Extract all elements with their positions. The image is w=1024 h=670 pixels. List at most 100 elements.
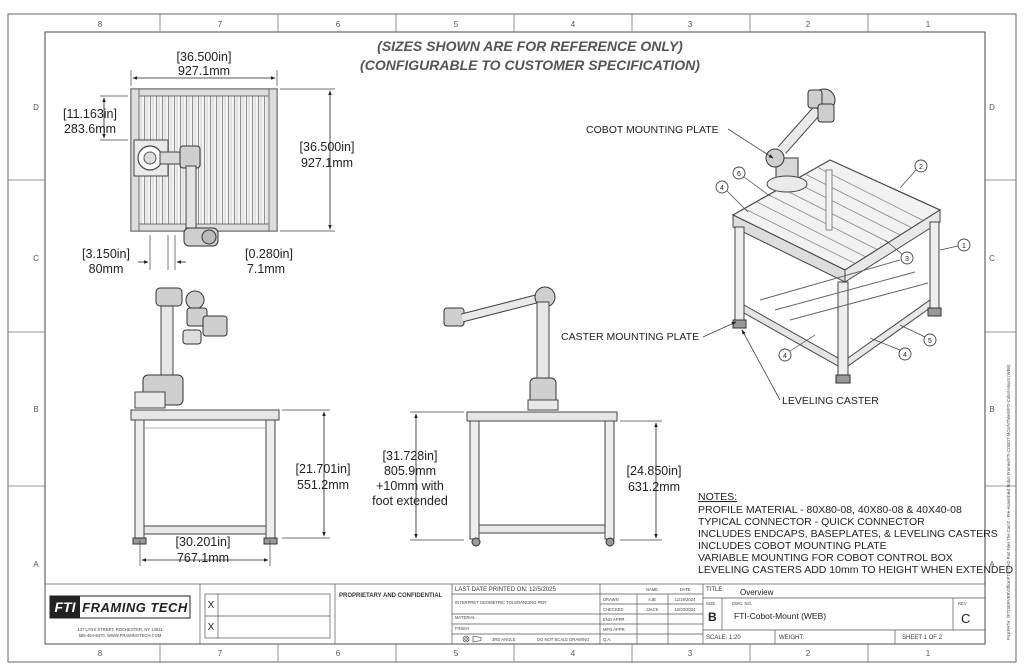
mfg-appr-label: MFG APPR.: [603, 627, 626, 632]
zone-ticks: [8, 14, 1016, 662]
side-view: [31.728in] 805.9mm +10mm with foot exten…: [372, 286, 682, 547]
top-offset-in: [3.150in]: [82, 247, 130, 261]
balloon-3: 3: [905, 256, 909, 263]
col-bottom-5: 5: [454, 649, 459, 658]
side-height-mm: 805.9mm: [384, 464, 436, 478]
rev-value: C: [961, 611, 970, 626]
balloon-2: 2: [919, 164, 923, 171]
row-right-d: D: [989, 103, 995, 112]
do-not-scale-label: DO NOT SCALE DRAWING: [537, 637, 589, 642]
notes-block: NOTES: PROFILE MATERIAL - 80X80-08, 40X8…: [698, 491, 1013, 576]
svg-text:X: X: [208, 622, 215, 633]
last-printed: LAST DATE PRINTED ON: 12/5/2025: [455, 587, 556, 593]
col-top-6: 6: [336, 20, 341, 29]
front-height-mm: 551.2mm: [297, 478, 349, 492]
note-line-3: INCLUDES ENDCAPS, BASEPLATES, & LEVELING…: [698, 528, 998, 540]
col-top-2: 2: [806, 20, 811, 29]
col-name-header: NAME: [646, 587, 658, 592]
isometric-view: 1 2 3 4 4 4 5 6 COBOT MOUNTING PLATE CAS…: [561, 88, 971, 407]
note-line-5: VARIABLE MOUNTING FOR COBOT CONTROL BOX: [698, 552, 953, 564]
drawn-date: 11/19/2024: [675, 597, 696, 602]
row-right-c: C: [989, 254, 995, 263]
title-label: TITLE:: [706, 587, 724, 593]
top-gap-in: [0.280in]: [245, 247, 293, 261]
top-offset-mm: 80mm: [89, 262, 124, 276]
material-label: MATERIAL: [455, 615, 476, 620]
note-line-1: PROFILE MATERIAL - 80X80-08, 40X80-08 & …: [698, 504, 962, 516]
size-value: B: [708, 610, 717, 624]
company-name: FRAMING TECH: [82, 600, 188, 615]
balloon-4a: 4: [720, 185, 724, 192]
eng-appr-label: ENG APPR.: [603, 617, 626, 622]
svg-text:FTI: FTI: [55, 599, 77, 615]
drawn-name: AJB: [648, 597, 656, 602]
top-gap-mm: 7.1mm: [247, 262, 285, 276]
col-bottom-1: 1: [926, 649, 931, 658]
front-view: [21.701in] 551.2mm [30.201in] 767.1mm: [130, 287, 351, 566]
col-bottom-8: 8: [98, 649, 103, 658]
row-left-b: B: [33, 405, 38, 414]
checked-date: 12/03/2024: [675, 607, 697, 612]
side-height-in: [31.728in]: [383, 449, 438, 463]
title-value: Overview: [740, 588, 774, 597]
weight-label: WEIGHT:: [779, 635, 804, 641]
title-block: [44, 583, 986, 645]
rev-label: REV: [958, 601, 967, 606]
balloon-4b: 4: [903, 352, 907, 359]
col-bottom-4: 4: [571, 649, 576, 658]
col-top-8: 8: [98, 20, 103, 29]
size-label: SIZE: [706, 601, 716, 606]
col-bottom-7: 7: [218, 649, 223, 658]
col-top-7: 7: [218, 20, 223, 29]
row-left-a: A: [33, 560, 39, 569]
dwg-no-label: DWG. NO.: [732, 601, 752, 606]
front-height-in: [21.701in]: [296, 462, 351, 476]
filepath-text: FILEPATH: \\FTISERVER\Office\FTI - CAD P…: [1006, 364, 1011, 640]
outer-border: [7, 13, 1017, 663]
col-bottom-3: 3: [688, 649, 693, 658]
front-width-mm: 767.1mm: [177, 551, 229, 565]
col-top-3: 3: [688, 20, 693, 29]
third-angle-label: 3RD ANGLE: [492, 637, 516, 642]
balloon-6: 6: [737, 171, 741, 178]
top-plate-mm: 283.6mm: [64, 122, 116, 136]
sheet-label: SHEET 1 OF 2: [902, 635, 943, 641]
notes-title: NOTES:: [698, 491, 737, 503]
top-width-mm: 927.1mm: [178, 64, 230, 78]
top-width-in: [36.500in]: [177, 50, 232, 64]
label-cobot-mounting-plate: COBOT MOUNTING PLATE: [586, 124, 719, 136]
row-left-d: D: [33, 103, 39, 112]
label-caster-mounting-plate: CASTER MOUNTING PLATE: [561, 331, 699, 343]
company-address-2: 585-464-8470, WWW.FRAMINGTECH.COM: [79, 633, 162, 638]
balloon-1: 1: [962, 243, 966, 250]
scale-label: SCALE: 1:20: [706, 635, 741, 641]
interpret-tolerancing: INTERPRET GEOMETRIC TOLERANCING PER:: [455, 600, 547, 605]
side-height-note-1: +10mm with: [376, 479, 444, 493]
side-total-mm: 631.2mm: [628, 480, 680, 494]
balloon-4c: 4: [783, 353, 787, 360]
row-left-c: C: [33, 254, 39, 263]
heading-line-2: (CONFIGURABLE TO CUSTOMER SPECIFICATION): [360, 57, 700, 73]
front-width-in: [30.201in]: [176, 535, 231, 549]
dwg-no-value: FTI-Cobot-Mount (WEB): [734, 611, 826, 621]
top-depth-in: [36.500in]: [300, 140, 355, 154]
col-top-1: 1: [926, 20, 931, 29]
company-address-1: 137 LYNX STREET, ROCHESTER, NY 14611: [77, 627, 163, 632]
side-total-in: [24.850in]: [627, 464, 682, 478]
note-line-2: TYPICAL CONNECTOR - QUICK CONNECTOR: [698, 516, 925, 528]
projection-symbol-icon: [462, 635, 482, 643]
label-leveling-caster: LEVELING CASTER: [782, 395, 879, 407]
row-right-a: A: [989, 560, 995, 569]
note-line-6: LEVELING CASTERS ADD 10mm TO HEIGHT WHEN…: [698, 564, 1013, 576]
note-line-4: INCLUDES COBOT MOUNTING PLATE: [698, 540, 887, 552]
col-bottom-6: 6: [336, 649, 341, 658]
col-bottom-2: 2: [806, 649, 811, 658]
col-top-4: 4: [571, 20, 576, 29]
col-top-5: 5: [454, 20, 459, 29]
col-date-header: DATE: [680, 587, 691, 592]
finish-label: FINISH: [455, 626, 469, 631]
drawn-label: DRAWN: [603, 597, 619, 602]
top-depth-mm: 927.1mm: [301, 156, 353, 170]
row-right-b: B: [989, 405, 994, 414]
